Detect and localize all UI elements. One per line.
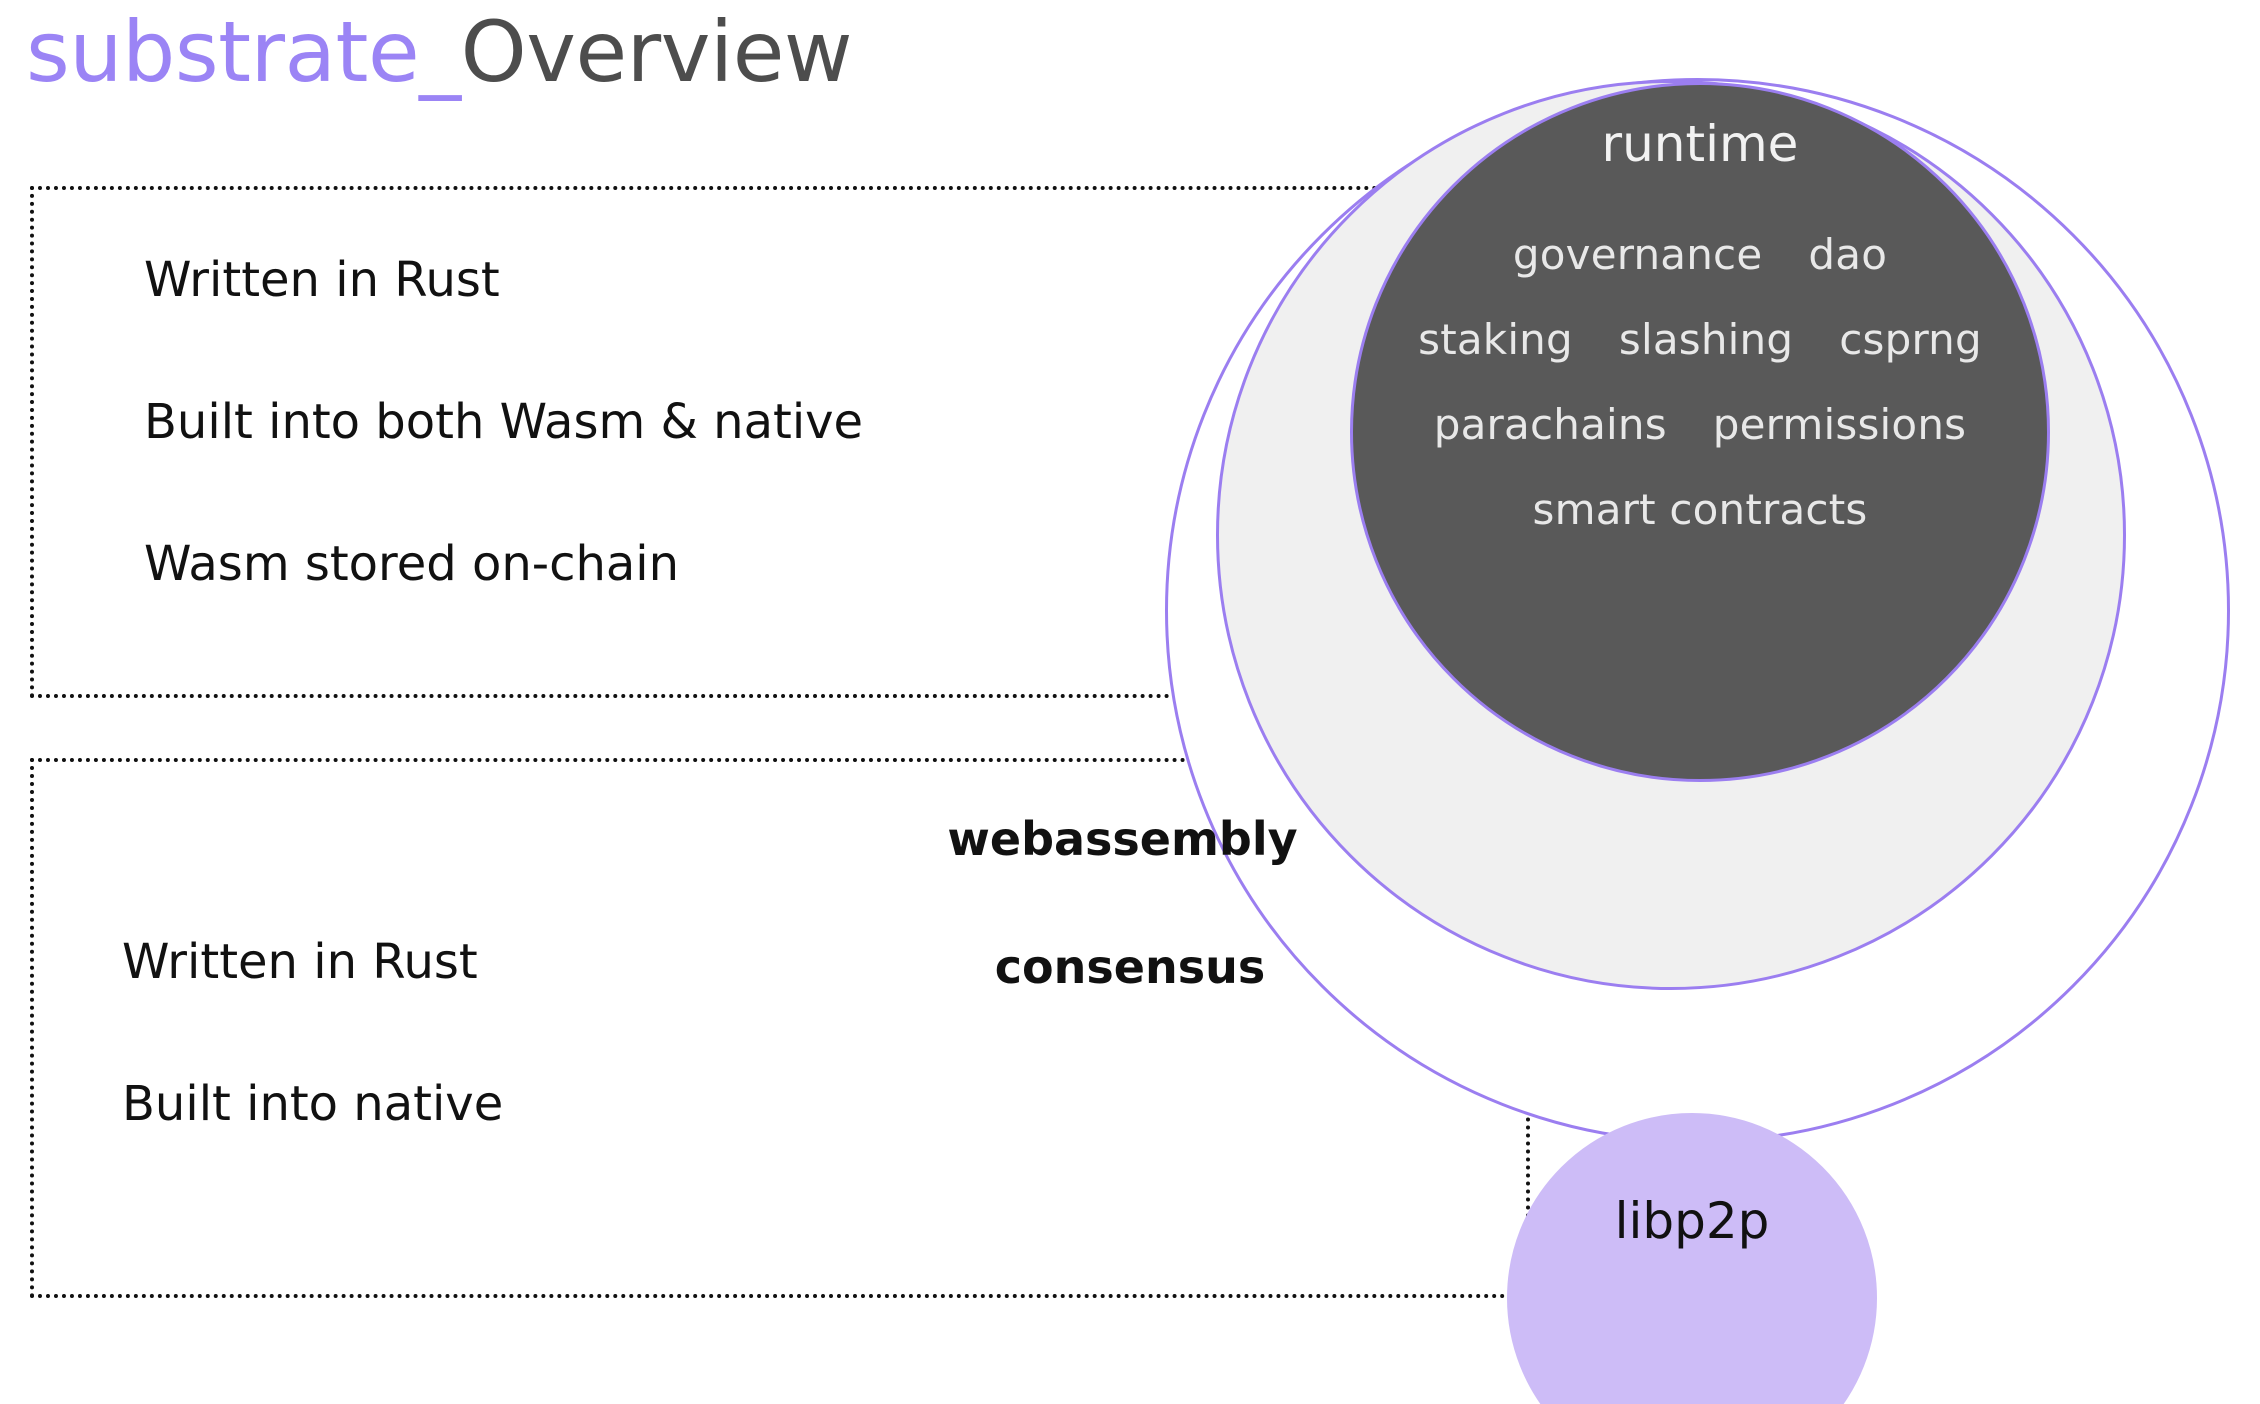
runtime-tag: smart contracts <box>1532 485 1868 534</box>
runtime-tag: parachains <box>1433 400 1667 449</box>
runtime-tag: governance <box>1512 230 1763 279</box>
client-panel: Written in Rust Built into native <box>30 758 1530 1298</box>
runtime-panel-bullet-2: Built into both Wasm & native <box>144 394 864 450</box>
page-title: substrate_Overview <box>26 8 853 96</box>
client-panel-bullet-2: Built into native <box>122 1076 504 1132</box>
runtime-tag-row: parachains permissions <box>1350 400 2050 449</box>
libp2p-circle <box>1507 1113 1877 1404</box>
runtime-tag-row: smart contracts <box>1350 485 2050 534</box>
runtime-tag: dao <box>1808 230 1888 279</box>
runtime-panel: Written in Rust Built into both Wasm & n… <box>30 186 1530 698</box>
runtime-tag: staking <box>1418 315 1573 364</box>
runtime-tag-row: staking slashing csprng <box>1350 315 2050 364</box>
runtime-panel-bullet-3: Wasm stored on-chain <box>144 536 680 592</box>
runtime-tag-row: governance dao <box>1350 230 2050 279</box>
runtime-tag-list: governance dao staking slashing csprng p… <box>1350 230 2050 570</box>
webassembly-label: webassembly <box>947 812 1298 866</box>
runtime-tag: slashing <box>1618 315 1794 364</box>
runtime-panel-bullet-1: Written in Rust <box>144 252 500 308</box>
libp2p-label: libp2p <box>1614 1192 1770 1250</box>
client-panel-content: Written in Rust Built into native <box>34 762 1526 1294</box>
client-panel-bullet-1: Written in Rust <box>122 934 478 990</box>
title-brand: substrate_ <box>26 3 461 101</box>
runtime-panel-content: Written in Rust Built into both Wasm & n… <box>34 190 1526 694</box>
consensus-label: consensus <box>994 940 1266 994</box>
runtime-circle <box>1350 82 2050 782</box>
runtime-tag: permissions <box>1712 400 1967 449</box>
runtime-tag: csprng <box>1839 315 1982 364</box>
title-subtitle: Overview <box>460 3 853 101</box>
runtime-label: runtime <box>1601 115 1799 173</box>
